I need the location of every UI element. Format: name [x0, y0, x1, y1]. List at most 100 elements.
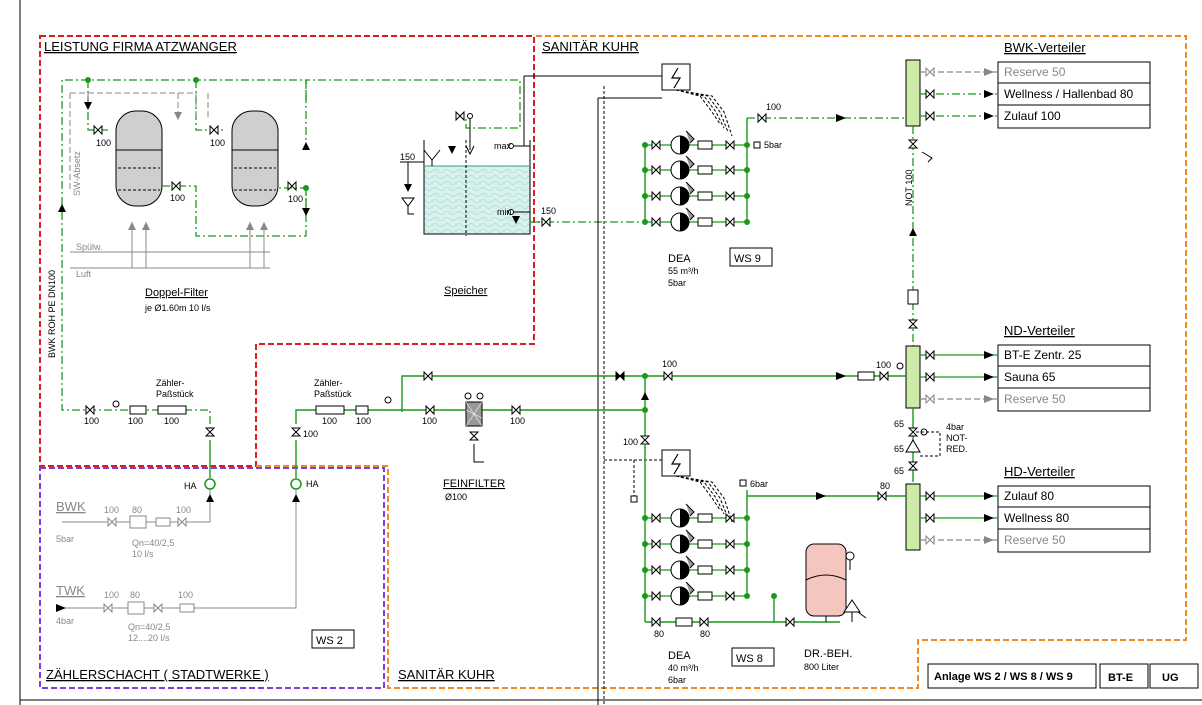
twk-qn: Qn=40/2,5: [128, 622, 170, 632]
twk-label: TWK: [56, 583, 85, 598]
reducer-pressure: 4bar: [946, 422, 964, 432]
filter-vessel-1: [115, 110, 163, 207]
hd-dn-inlet: 80: [880, 481, 890, 491]
nd-row-label-2: Sauna 65: [1004, 370, 1056, 384]
bwk-row-label-2: Wellness / Hallenbad 80: [1004, 87, 1134, 101]
meter-right-label-2: Paßstück: [314, 389, 352, 399]
dea-top-pump-4: [642, 207, 750, 232]
feinfilter-dn-out: 100: [510, 416, 525, 426]
not-line-label: NOT 100: [904, 170, 914, 206]
twk-pressure: 4bar: [56, 616, 74, 626]
title-block-code: BT-E: [1108, 672, 1133, 684]
reducer-dn-2: 65: [894, 444, 904, 454]
dea-top-pump-1: [642, 130, 750, 155]
meter-right-label-1: Zähler-: [314, 378, 343, 388]
bwk-pressure: 5bar: [56, 534, 74, 544]
ha-right-label: HA: [306, 479, 319, 489]
reducer-dn-1: 65: [894, 419, 904, 429]
meter-shaft: [56, 490, 300, 615]
filter-title: Doppel-Filter: [145, 287, 208, 299]
dea-top-pressure-tag: 5bar: [764, 140, 782, 150]
meter-left-dn-3: 100: [164, 416, 179, 426]
bwk-distributor-rows: Reserve 50 Wellness / Hallenbad 80 Zulauf …: [920, 61, 1151, 129]
nd-distributor: [896, 345, 941, 482]
reducer-label-1: NOT-: [946, 433, 968, 443]
hd-distributor-rows: Zulauf 80 Wellness 80 Reserve 50: [920, 485, 1151, 553]
title-block: [927, 663, 1199, 689]
dea-top-pump-rows: [642, 130, 750, 232]
bwk-row-1: Reserve 50: [920, 65, 1066, 79]
hd-row-label-3: Reserve 50: [1004, 533, 1066, 547]
twk-dn-2: 80: [130, 590, 140, 600]
nd-row-label-1: BT-E Zentr. 25: [1004, 348, 1082, 362]
dea-bottom-pump-2: [642, 529, 750, 554]
title-block-anlage: Anlage WS 2 / WS 8 / WS 9: [934, 671, 1073, 683]
main-line: [290, 370, 906, 490]
bwk-row-2: Wellness / Hallenbad 80: [920, 82, 1150, 101]
ws8-label: WS 8: [736, 653, 763, 665]
ws2-label: WS 2: [316, 635, 343, 647]
dea-bottom-pump-4: [642, 581, 750, 606]
dea-top-title: DEA: [668, 253, 691, 265]
zone-boundaries: [39, 35, 1187, 689]
nd-distributor-title: ND-Verteiler: [1004, 323, 1075, 338]
zone-label-sanitaer-bottom: SANITÄR KUHR: [398, 667, 495, 682]
dea-top-pressure: 5bar: [668, 278, 686, 288]
nd-distributor-rows: BT-E Zentr. 25 Sauna 65 Reserve 50: [920, 344, 1151, 412]
filter-dn-4: 100: [288, 194, 303, 204]
meter-left-dn-1: 100: [84, 416, 99, 426]
zone-label-sanitaer-top: SANITÄR KUHR: [542, 39, 639, 54]
ws8-box: [731, 647, 775, 667]
bwk-row-label-3: Zulauf 100: [1004, 109, 1061, 123]
ws9-label: WS 9: [734, 253, 761, 265]
nd-row-3: Reserve 50: [920, 387, 1150, 406]
storage-max-label: max: [494, 141, 512, 151]
ws2-box: [311, 629, 355, 649]
hd-row-1: Zulauf 80: [920, 489, 1054, 503]
feinfilter-dn: Ø100: [445, 492, 467, 502]
double-filter: [58, 77, 521, 269]
twk-dn-1: 100: [104, 590, 119, 600]
meter-right-dn-2: 100: [356, 416, 371, 426]
dea-bottom-flow: 40 m³/h: [668, 663, 699, 673]
title-block-level: UG: [1162, 672, 1179, 684]
meter-left: [61, 212, 216, 490]
filter-dn-3: 100: [170, 193, 185, 203]
dea-bottom-dn-left: 80: [654, 629, 664, 639]
filter-dn-2: 100: [210, 138, 225, 148]
storage-tank: [400, 75, 662, 236]
bwk-row-label-1: Reserve 50: [1004, 65, 1066, 79]
twk-flow: 12....20 l/s: [128, 633, 170, 643]
storage-dn-in: 150: [400, 152, 415, 162]
dea-top-flow: 55 m³/h: [668, 266, 699, 276]
dea-top-pump-3: [642, 181, 750, 206]
ws9-box: [729, 247, 773, 267]
nd-row-1: BT-E Zentr. 25: [920, 348, 1082, 362]
bwk-dn-2: 80: [132, 505, 142, 515]
feinfilter-title: FEINFILTER: [443, 478, 505, 490]
reducer-dn-3: 65: [894, 466, 904, 476]
dea-bottom-dn-riser: 100: [623, 437, 638, 447]
bwk-flow: 10 l/s: [132, 549, 154, 559]
bwk-pipe-label: BWK ROH PE DN100: [47, 270, 57, 358]
bwk-distributor: [905, 59, 933, 346]
storage-dn-out: 150: [541, 206, 556, 216]
twk-dn-3: 100: [178, 590, 193, 600]
ha-left-label: HA: [184, 481, 197, 491]
dea-bottom-dn-right: 80: [700, 629, 710, 639]
bwk-label: BWK: [56, 499, 86, 514]
meter-left-dn-2: 100: [128, 416, 143, 426]
nd-dn-inlet: 100: [876, 360, 891, 370]
hd-row-3: Reserve 50: [920, 528, 1150, 547]
dea-bottom-pump-rows: [642, 503, 750, 606]
hd-row-label-2: Wellness 80: [1004, 511, 1069, 525]
hd-distributor: [747, 483, 921, 551]
reducer-label-2: RED.: [946, 444, 968, 454]
filter-vessel-2: [231, 110, 279, 207]
zone-label-zaehlerschacht: ZÄHLERSCHACHT ( STADTWERKE ): [46, 667, 269, 682]
luft-label: Luft: [76, 269, 92, 279]
dea-bottom-pressure: 6bar: [668, 675, 686, 685]
pressure-vessel: [805, 543, 867, 622]
dea-top-dn: 100: [766, 102, 781, 112]
